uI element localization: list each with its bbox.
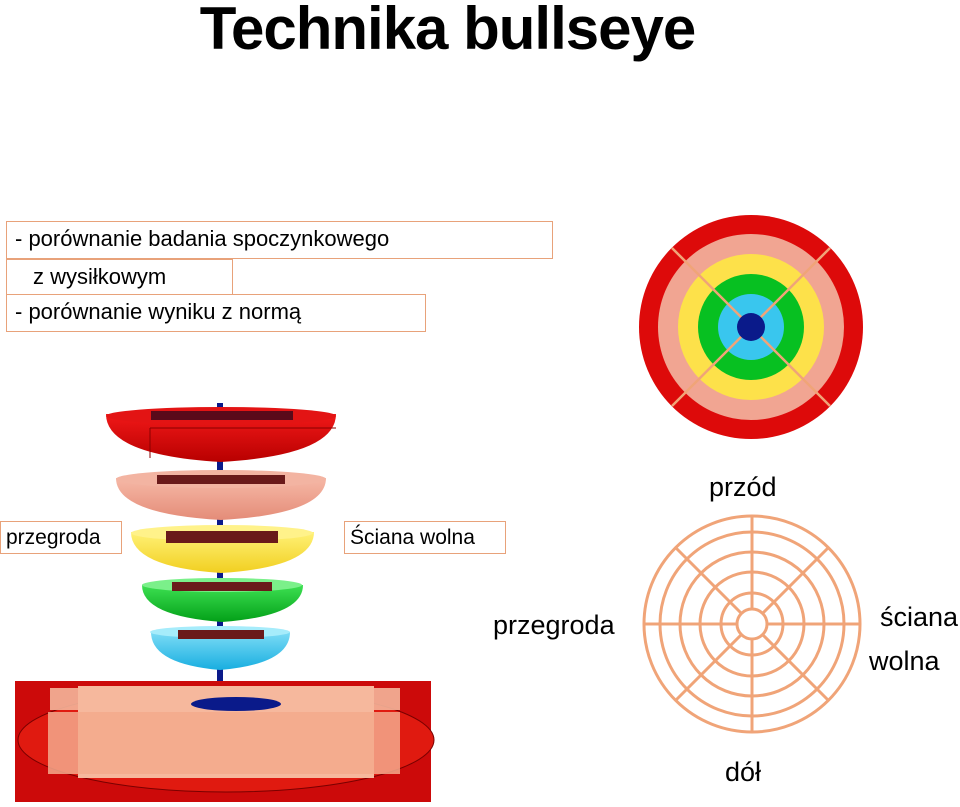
bullseye-ring-mid — [658, 234, 844, 420]
slice-5-apex — [150, 626, 290, 670]
bullseye-ring-apical-outer — [678, 254, 824, 400]
page-title: Technika bullseye — [199, 0, 696, 62]
bullet-rest-vs-stress-line1: - porównanie badania spoczynkowego — [6, 221, 553, 259]
schema-label-anterior: przód — [709, 472, 777, 502]
slice-4-apical — [142, 578, 303, 622]
bullseye-center — [737, 313, 765, 341]
schema-label-inferior: dół — [725, 757, 762, 787]
stack-label-septum: przegroda — [0, 521, 122, 554]
slice-3-apical-outer — [131, 525, 314, 573]
schema-label-septum: przegroda — [493, 610, 615, 640]
schema-label-free-wall-line2: wolna — [869, 646, 940, 676]
slice-1-basal — [106, 407, 336, 462]
slice-base — [15, 681, 435, 802]
bullseye-ring-basal — [639, 215, 863, 439]
long-axis — [217, 403, 223, 686]
bullet-compare-norm: - porównanie wyniku z normą — [6, 294, 426, 332]
bullet-rest-vs-stress-line2: z wysiłkowym — [6, 259, 233, 295]
bullseye-segment-lines — [671, 247, 831, 407]
bullseye-ring-apical — [698, 274, 804, 380]
schema-label-free-wall-line1: ściana — [880, 602, 959, 632]
bullseye-ring-apex — [718, 294, 784, 360]
slice-2-mid — [116, 470, 326, 520]
stack-label-free-wall: Ściana wolna — [344, 521, 506, 554]
